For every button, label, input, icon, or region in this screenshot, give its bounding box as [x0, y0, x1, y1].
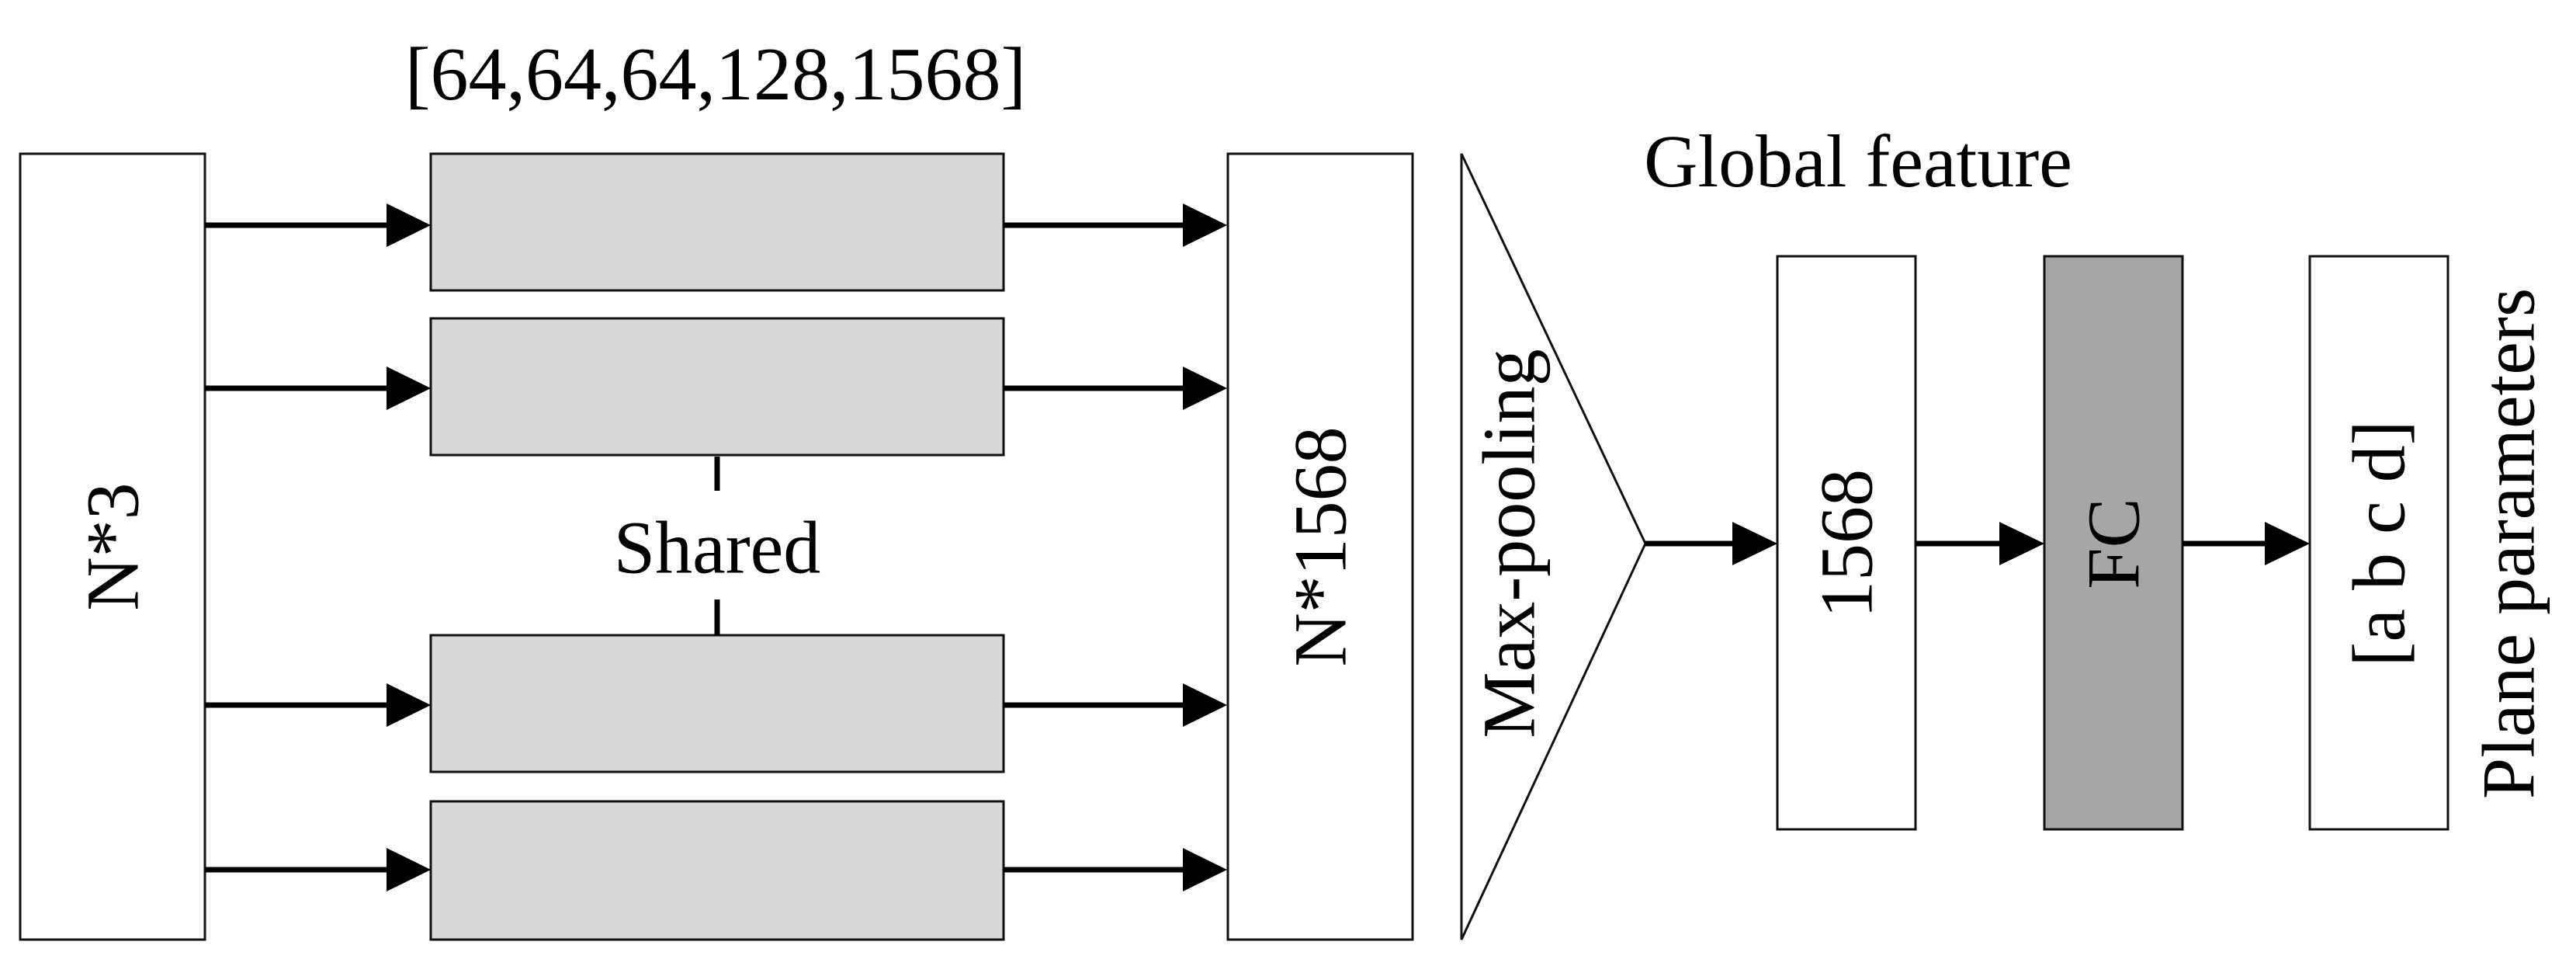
pointwise-feature-label: N*1568	[1279, 426, 1362, 666]
max-pooling-block: Max-pooling	[1460, 153, 1647, 940]
arrowhead-input-mlp-2	[387, 367, 431, 410]
fc-label: FC	[2072, 498, 2155, 589]
max-pooling-label: Max-pooling	[1468, 349, 1551, 738]
fc-block: FC	[2043, 255, 2184, 831]
arrowhead-input-mlp-4	[387, 848, 431, 891]
mlp-dims-label: [64,64,64,128,1568]	[405, 33, 1026, 116]
output-block: [a b c d]	[2308, 255, 2449, 831]
global-feature-title: Global feature	[1644, 120, 2072, 203]
mlp-block-3	[429, 634, 1005, 773]
arrowhead-global-fc	[1999, 522, 2044, 565]
plane-parameters-title: Plane parameters	[2467, 288, 2550, 799]
shared-label: Shared	[614, 506, 821, 589]
global-feature-box	[1776, 255, 1917, 831]
mlp-block-2	[429, 317, 1005, 457]
mlp-block-4	[429, 800, 1005, 941]
arrowhead-mlp-feature-1	[1183, 203, 1227, 247]
arrowhead-pool-global	[1732, 522, 1777, 565]
arrowhead-input-mlp-1	[387, 203, 431, 247]
output-box	[2308, 255, 2449, 831]
global-feature-block: 1568	[1776, 255, 1917, 831]
input-box	[19, 152, 206, 941]
arrowhead-mlp-feature-4	[1183, 848, 1227, 891]
arrowhead-input-mlp-3	[387, 683, 431, 727]
input-to-mlp-arrows	[205, 203, 431, 891]
output-label: [a b c d]	[2338, 420, 2421, 666]
arrowhead-fc-output	[2265, 522, 2310, 565]
pointwise-feature-block: N*1568	[1226, 152, 1414, 941]
shared-mlp-group: Shared	[429, 152, 1005, 941]
max-pooling-triangle	[1460, 153, 1647, 940]
mlp-block-1	[429, 152, 1005, 292]
arrowhead-mlp-feature-3	[1183, 683, 1227, 727]
input-label: N*3	[71, 482, 154, 610]
global-feature-label: 1568	[1805, 469, 1888, 618]
arrowhead-mlp-feature-2	[1183, 367, 1227, 410]
input-block: N*3	[19, 152, 206, 941]
pointwise-feature-box	[1226, 152, 1414, 941]
mlp-to-feature-arrows	[1004, 203, 1227, 891]
